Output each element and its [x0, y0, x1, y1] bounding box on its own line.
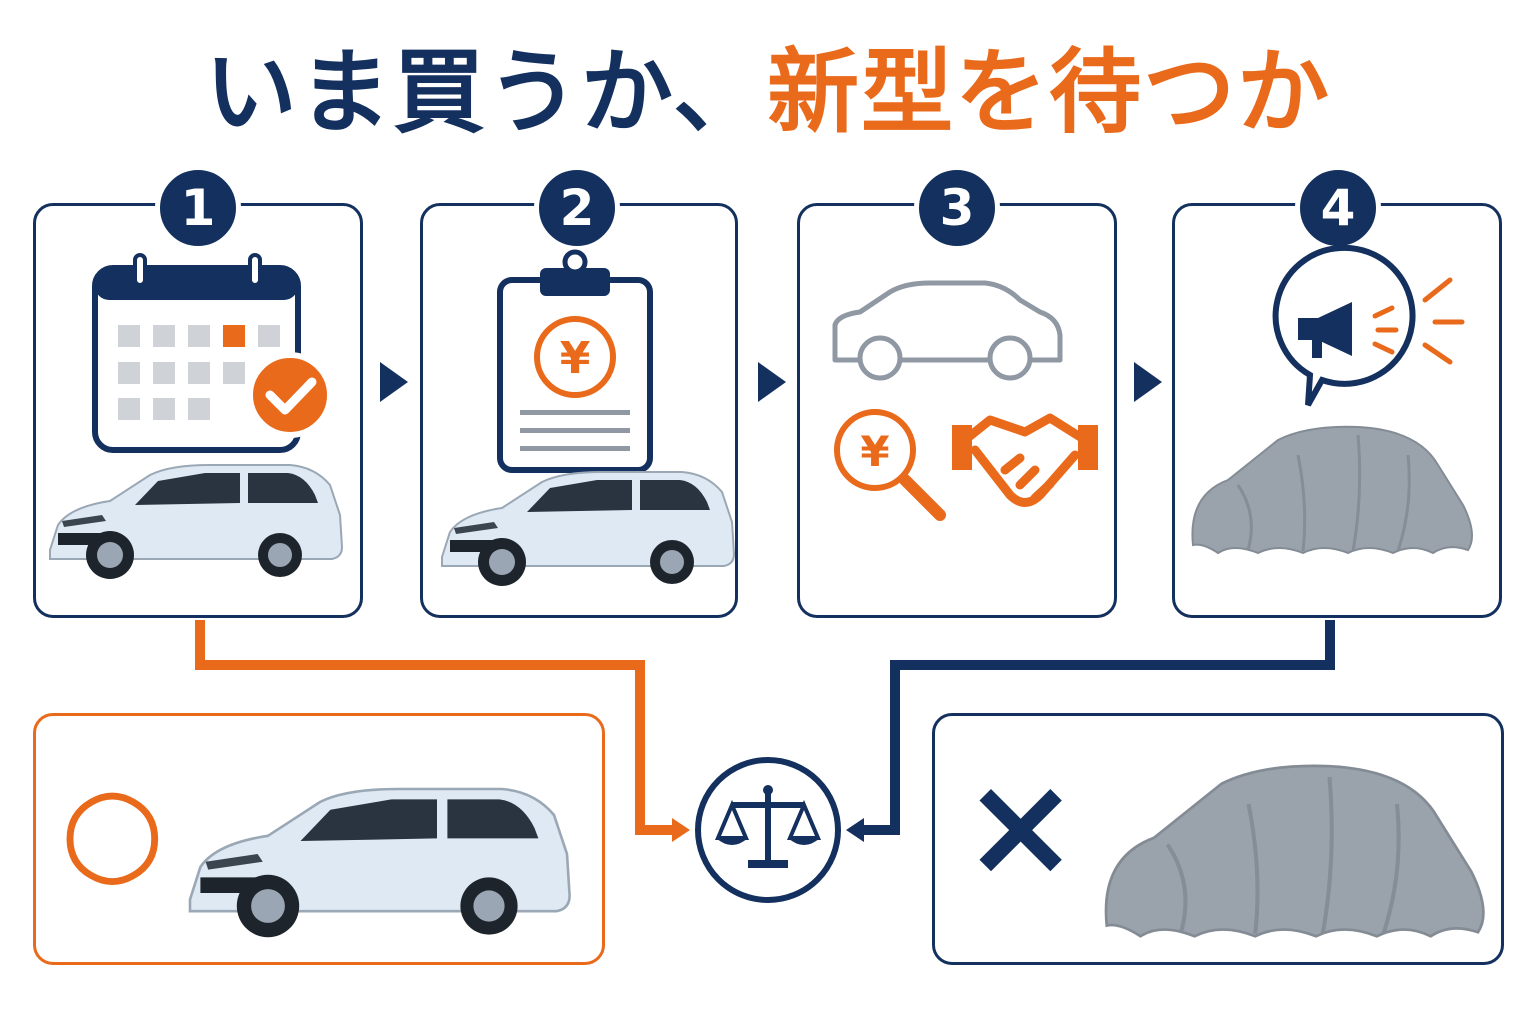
balance-scale-icon — [695, 757, 841, 903]
connector-wait — [860, 620, 1335, 835]
step-badge-4: 4 — [1295, 165, 1381, 251]
title-part-buy-now: いま買うか、 — [204, 39, 768, 146]
step-arrow-1 — [380, 362, 408, 402]
covered-car-step-4 — [1190, 425, 1474, 555]
covered-car-result — [1106, 766, 1483, 936]
good-circle-symbol: ○ — [60, 760, 165, 899]
megaphone-bubble-icon — [1272, 244, 1465, 407]
calendar-check-icon — [92, 253, 333, 453]
yen-search-icon: ¥ — [834, 409, 946, 521]
svg-text:¥: ¥ — [860, 427, 889, 476]
connector-buy-now — [195, 620, 676, 835]
step-badge-2: 2 — [534, 165, 620, 251]
title-part-wait-new: 新型を待つか — [767, 39, 1332, 146]
svg-text:¥: ¥ — [560, 333, 591, 384]
clipboard-yen-icon: ¥ — [497, 249, 653, 473]
handshake-icon — [952, 413, 1098, 507]
bad-cross-symbol: × — [962, 745, 1080, 908]
car-outline-icon — [832, 280, 1063, 381]
step-arrow-3 — [1134, 362, 1162, 402]
step-panel-3 — [797, 203, 1117, 618]
step-badge-3: 3 — [914, 165, 1000, 251]
page-title: いま買うか、新型を待つか — [0, 38, 1536, 148]
step-badge-1: 1 — [155, 165, 241, 251]
car-image-step-2 — [441, 471, 735, 587]
car-image-result — [188, 787, 571, 939]
step-arrow-2 — [758, 362, 786, 402]
car-image-step-1 — [49, 464, 343, 580]
